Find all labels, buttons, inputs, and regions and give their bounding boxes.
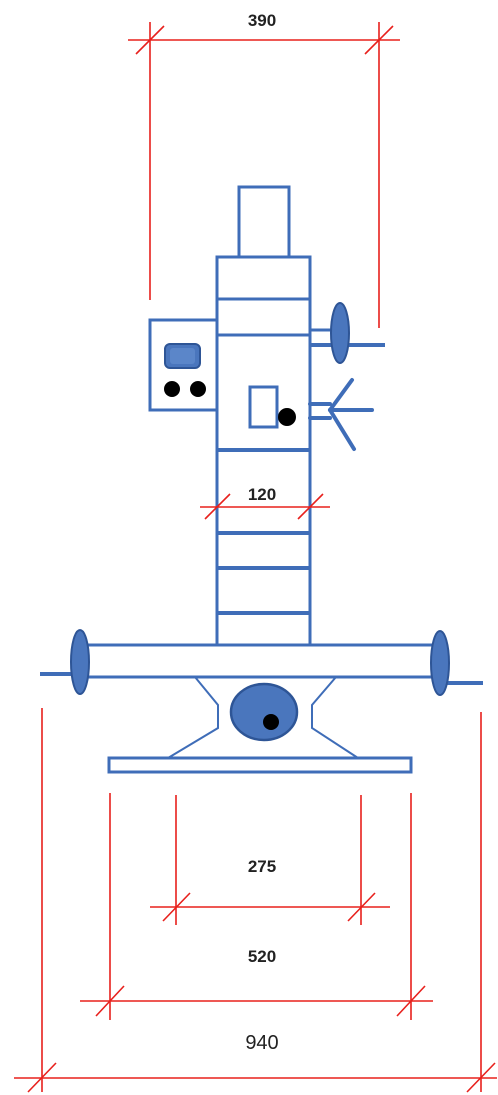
dim-940-tick-left xyxy=(27,1062,57,1093)
dim-390-tick-right xyxy=(364,25,394,55)
control-display-inner xyxy=(170,348,195,364)
dim-275-label: 275 xyxy=(248,857,276,876)
machine-column xyxy=(215,448,312,647)
control-knob-right xyxy=(190,381,206,397)
dimension-940 xyxy=(14,708,497,1093)
saddle-right xyxy=(311,676,359,759)
dimension-390 xyxy=(128,22,400,328)
elevation-handwheel xyxy=(229,682,299,742)
dim-520-label: 520 xyxy=(248,947,276,966)
spindle-dot xyxy=(278,408,296,426)
head-middle xyxy=(215,297,312,337)
dim-120-label: 120 xyxy=(248,485,276,504)
machine-base xyxy=(107,756,413,774)
dim-520-tick-right xyxy=(396,985,426,1017)
machine-saddle xyxy=(167,676,359,759)
fine-feed-wheel xyxy=(330,302,350,364)
dimension-275 xyxy=(150,795,390,925)
saddle-left xyxy=(167,676,219,759)
elevation-handwheel-dot xyxy=(263,714,279,730)
column-body xyxy=(215,448,312,647)
dim-275-tick-right xyxy=(347,892,376,922)
table-handwheel-right xyxy=(430,630,450,696)
spindle-window xyxy=(248,385,296,429)
dim-120-tick-right xyxy=(297,493,324,520)
dimension-520 xyxy=(80,793,433,1020)
control-knob-left xyxy=(164,381,180,397)
lever-arm-down xyxy=(328,408,356,451)
dim-520-tick-left xyxy=(95,985,125,1017)
table-handwheel-left xyxy=(70,629,90,695)
dim-120-tick-left xyxy=(204,493,231,520)
fine-feed-handwheel xyxy=(310,302,385,364)
quill-feed-lever xyxy=(308,378,374,451)
dim-940-label: 940 xyxy=(245,1032,278,1054)
lever-arm-up xyxy=(328,378,354,412)
control-box xyxy=(148,318,219,412)
head-upper xyxy=(215,255,312,301)
machine-head xyxy=(215,185,312,452)
work-table xyxy=(40,629,483,696)
spindle-window-frame xyxy=(248,385,279,429)
dim-390-label: 390 xyxy=(248,11,276,30)
motor-housing xyxy=(237,185,291,259)
dim-390-tick-left xyxy=(135,25,165,55)
dim-940-tick-right xyxy=(466,1062,496,1093)
dim-275-tick-left xyxy=(162,892,191,922)
table-top xyxy=(84,643,440,679)
dimension-120 xyxy=(200,493,330,520)
